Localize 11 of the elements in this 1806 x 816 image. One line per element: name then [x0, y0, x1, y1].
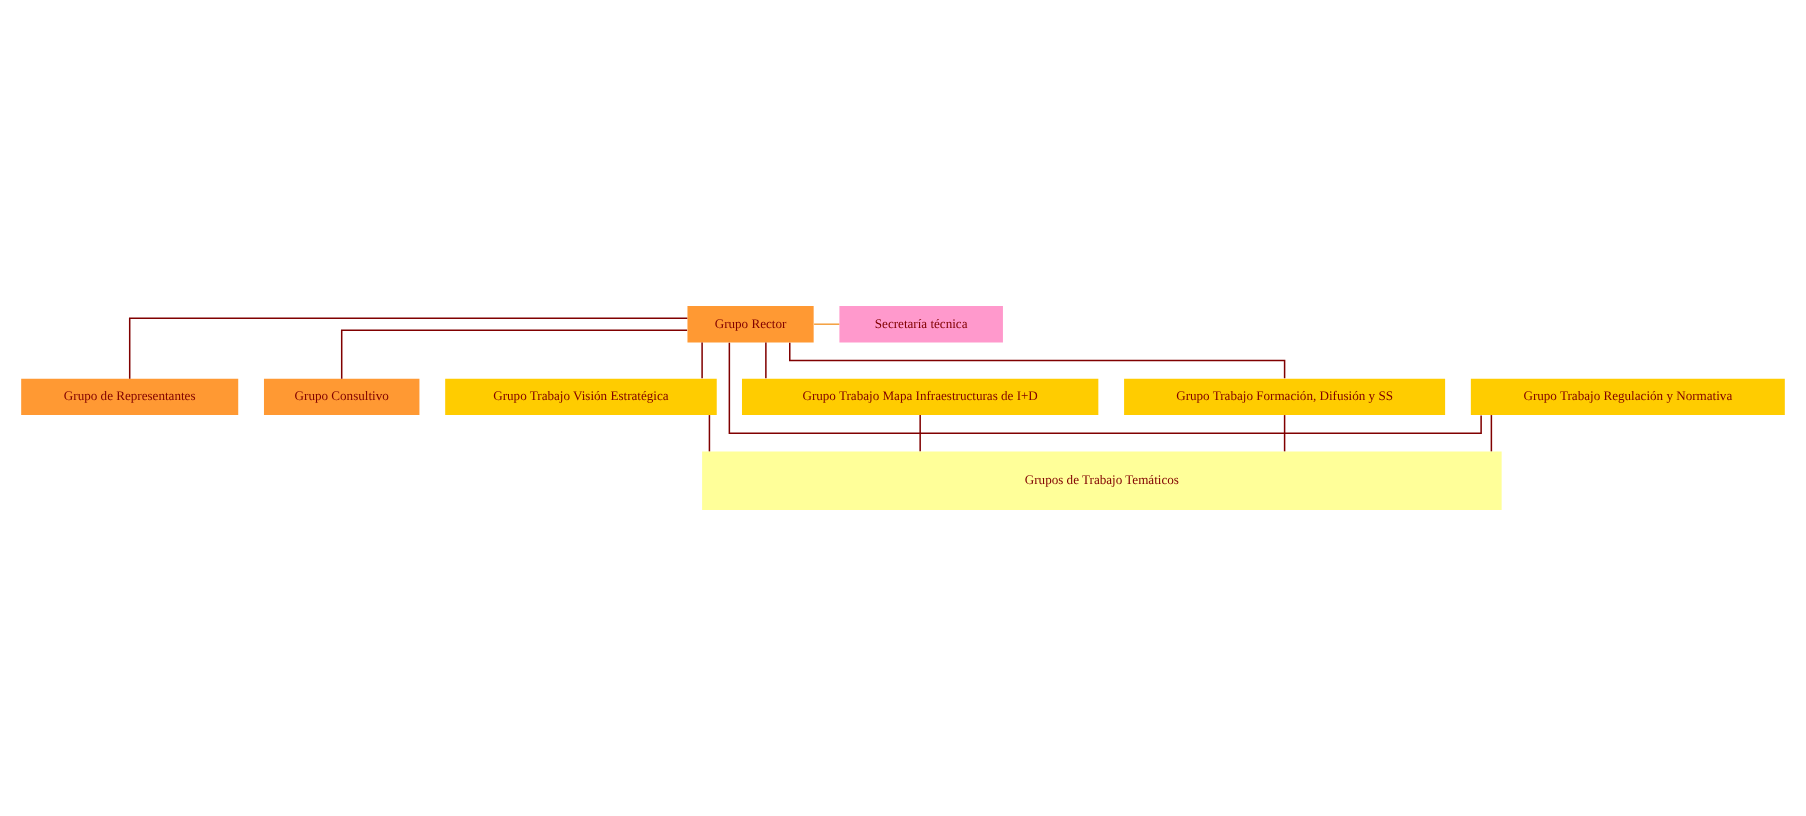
- connector: [919, 414, 921, 453]
- connector: [728, 341, 1482, 434]
- connector: [128, 317, 689, 380]
- connector: [340, 329, 688, 380]
- connector: [813, 323, 841, 325]
- connector: [708, 414, 711, 453]
- connector: [1490, 414, 1493, 453]
- connector: [701, 341, 703, 380]
- connector: [765, 341, 767, 380]
- connector: [789, 342, 1286, 380]
- connector: [1283, 414, 1286, 453]
